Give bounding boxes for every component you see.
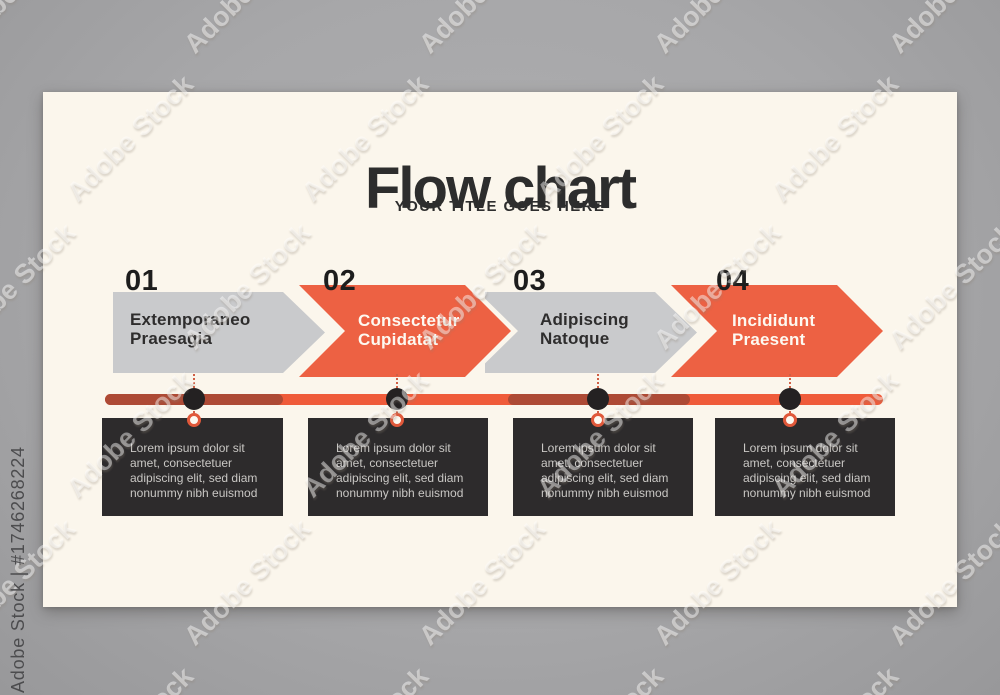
- step-number: 04: [716, 265, 750, 297]
- step-title: Adipiscing Natoque: [540, 310, 629, 348]
- description-card-4: Lorem ipsum dolor sit amet, consectetuer…: [715, 418, 895, 516]
- watermark-tile: Adobe Stock: [531, 661, 670, 695]
- step-number: 01: [125, 265, 159, 297]
- dotted-connector: [193, 374, 195, 388]
- description-card-1: Lorem ipsum dolor sit amet, consectetuer…: [102, 418, 283, 516]
- timeline-line: [105, 394, 883, 405]
- description-text: Lorem ipsum dolor sit amet, consectetuer…: [541, 441, 669, 500]
- timeline-dot-1: [183, 388, 205, 410]
- watermark-tile: Adobe Stock: [766, 661, 905, 695]
- description-text: Lorem ipsum dolor sit amet, consectetuer…: [743, 441, 871, 500]
- step-arrow-gray: [113, 292, 325, 373]
- timeline-dot-2: [386, 388, 408, 410]
- watermark-tile: Adobe Stock: [296, 661, 435, 695]
- description-card-3: Lorem ipsum dolor sit amet, consectetuer…: [513, 418, 693, 516]
- step-title-line1: Consectetur: [358, 311, 460, 330]
- step-title-line1: Adipiscing: [540, 310, 629, 329]
- step-arrow-gray: [485, 292, 697, 373]
- step-number: 03: [513, 265, 547, 297]
- marker-ring-4: [783, 413, 797, 427]
- marker-ring-1: [187, 413, 201, 427]
- slide: Flow chart YOUR TITLE GOES HERE 01 Extem…: [43, 92, 957, 607]
- watermark-tile: Adobe Stock: [61, 661, 200, 695]
- step-title-line2: Cupidatat: [358, 330, 439, 349]
- step-title-line1: Extemporaneo: [130, 310, 251, 329]
- step-title: Extemporaneo Praesagia: [130, 310, 251, 348]
- marker-ring-3: [591, 413, 605, 427]
- watermark-tile: Adobe Stock: [178, 0, 317, 60]
- watermark-tile: Adobe Stock: [0, 0, 82, 60]
- page-title: Flow chart: [364, 155, 637, 221]
- watermark-tile: Adobe Stock: [413, 0, 552, 60]
- dotted-connector: [396, 374, 398, 388]
- step-title-line2: Praesagia: [130, 329, 213, 348]
- step-title: Incididunt Praesent: [732, 311, 815, 349]
- step-title-line2: Natoque: [540, 329, 610, 348]
- dotted-connector: [597, 374, 599, 388]
- description-text: Lorem ipsum dolor sit amet, consectetuer…: [130, 441, 258, 500]
- page-subtitle: YOUR TITLE GOES HERE: [394, 198, 606, 215]
- description-text: Lorem ipsum dolor sit amet, consectetuer…: [336, 441, 464, 500]
- timeline-dot-3: [587, 388, 609, 410]
- timeline-dot-4: [779, 388, 801, 410]
- watermark-tile: Adobe Stock: [648, 0, 787, 60]
- description-card-2: Lorem ipsum dolor sit amet, consectetuer…: [308, 418, 488, 516]
- dotted-connector: [789, 374, 791, 388]
- step-title-line2: Praesent: [732, 330, 806, 349]
- step-title: Consectetur Cupidatat: [358, 311, 459, 349]
- watermark-tile: Adobe Stock: [883, 0, 1000, 60]
- step-number: 02: [323, 265, 357, 297]
- stock-id-watermark: Adobe Stock | #1746268224: [8, 446, 28, 693]
- marker-ring-2: [390, 413, 404, 427]
- step-title-line1: Incididunt: [732, 311, 816, 330]
